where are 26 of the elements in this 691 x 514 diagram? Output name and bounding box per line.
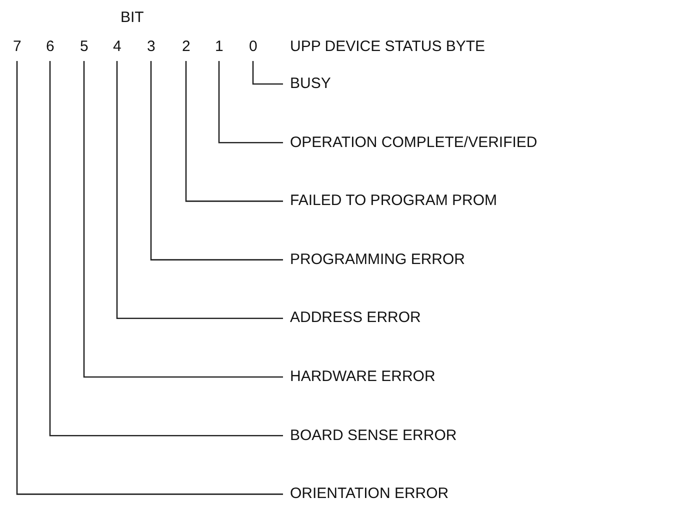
leader-line (83, 61, 283, 378)
leader-line (252, 61, 283, 85)
status-bit-label: HARDWARE ERROR (290, 368, 436, 386)
leader-line (16, 61, 283, 495)
bit-heading: BIT (120, 9, 144, 27)
bit-number: 1 (215, 38, 224, 56)
leader-line (185, 61, 283, 202)
status-bit-label: BUSY (290, 75, 331, 93)
status-bit-label: BOARD SENSE ERROR (290, 426, 457, 445)
bit-number: 4 (113, 38, 122, 56)
leader-line (49, 61, 283, 436)
leader-line (218, 61, 283, 144)
bit-number: 3 (147, 38, 156, 56)
bit-number: 2 (182, 38, 190, 56)
status-bit-label: OPERATION COMPLETE/VERIFIED (290, 134, 538, 152)
bit-number: 6 (46, 38, 54, 56)
status-bit-label: ORIENTATION ERROR (290, 485, 449, 504)
leader-line (150, 61, 283, 260)
leader-line (116, 61, 283, 320)
bit-number: 0 (249, 38, 258, 56)
bit-number: 5 (80, 38, 88, 56)
status-bit-label: FAILED TO PROGRAM PROM (290, 192, 497, 210)
bit-number: 7 (13, 38, 22, 56)
status-bit-label: PROGRAMMING ERROR (290, 250, 466, 269)
status-bit-label: ADDRESS ERROR (290, 309, 421, 328)
status-byte-title: UPP DEVICE STATUS BYTE (290, 38, 486, 56)
